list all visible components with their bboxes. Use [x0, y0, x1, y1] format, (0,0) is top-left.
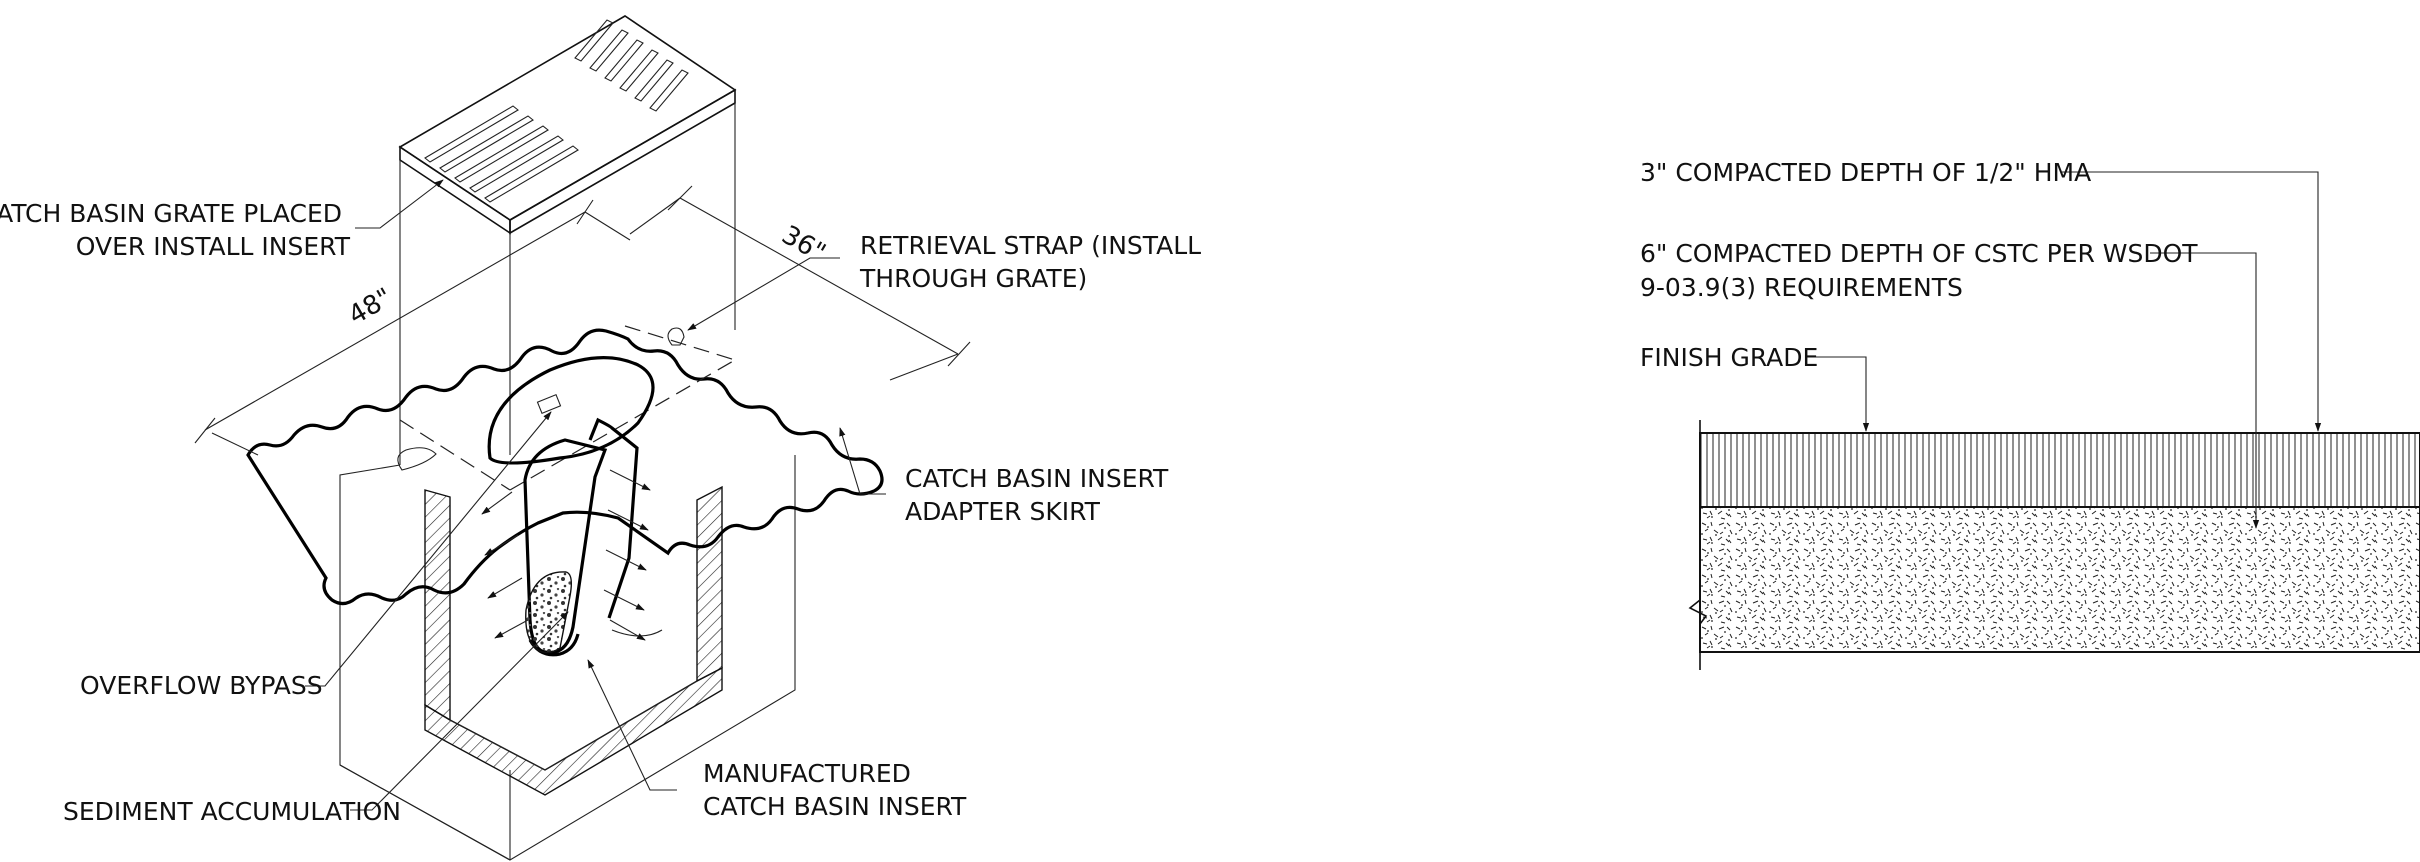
hidden-frame-lines — [399, 325, 736, 491]
strap-loop-icon — [397, 447, 437, 471]
break-line — [1688, 420, 1708, 670]
sediment-fill — [525, 571, 573, 654]
retrieval-strap-label: RETRIEVAL STRAP (INSTALL THROUGH GRATE) — [859, 231, 1209, 293]
left-leaders — [305, 179, 886, 811]
catch-basin-frame — [339, 103, 796, 861]
finish-grade-label: FINISH GRADE — [1640, 343, 1818, 372]
catch-basin-insert-detail: 48" 36" CATCH BASIN GRATE PLACED OVER IN… — [0, 15, 1209, 861]
catch-basin-walls — [424, 485, 723, 796]
pavement-section-detail: 3" COMPACTED DEPTH OF 1/2" HMA 6" COMPAC… — [1640, 158, 2420, 670]
grate-label: CATCH BASIN GRATE PLACED OVER INSTALL IN… — [0, 199, 351, 261]
adapter-skirt-label: CATCH BASIN INSERT ADAPTER SKIRT — [905, 464, 1176, 526]
overflow-bypass-label: OVERFLOW BYPASS — [80, 671, 323, 700]
cstc-layer — [1699, 506, 2420, 653]
catch-basin-grate — [398, 15, 737, 235]
hma-layer — [1699, 432, 2420, 508]
retrieval-strap-icon — [667, 327, 685, 346]
right-leaders — [1805, 171, 2322, 529]
overflow-bypass-opening — [487, 356, 655, 465]
adapter-skirt — [246, 328, 884, 606]
manufactured-insert-label: MANUFACTURED CATCH BASIN INSERT — [703, 759, 967, 821]
hma-label: 3" COMPACTED DEPTH OF 1/2" HMA — [1640, 158, 2091, 187]
sediment-accumulation-label: SEDIMENT ACCUMULATION — [63, 797, 401, 826]
flow-arrows — [481, 469, 651, 641]
grate-slots — [424, 19, 689, 203]
cstc-label: 6" COMPACTED DEPTH OF CSTC PER WSDOT 9-0… — [1640, 239, 2206, 302]
